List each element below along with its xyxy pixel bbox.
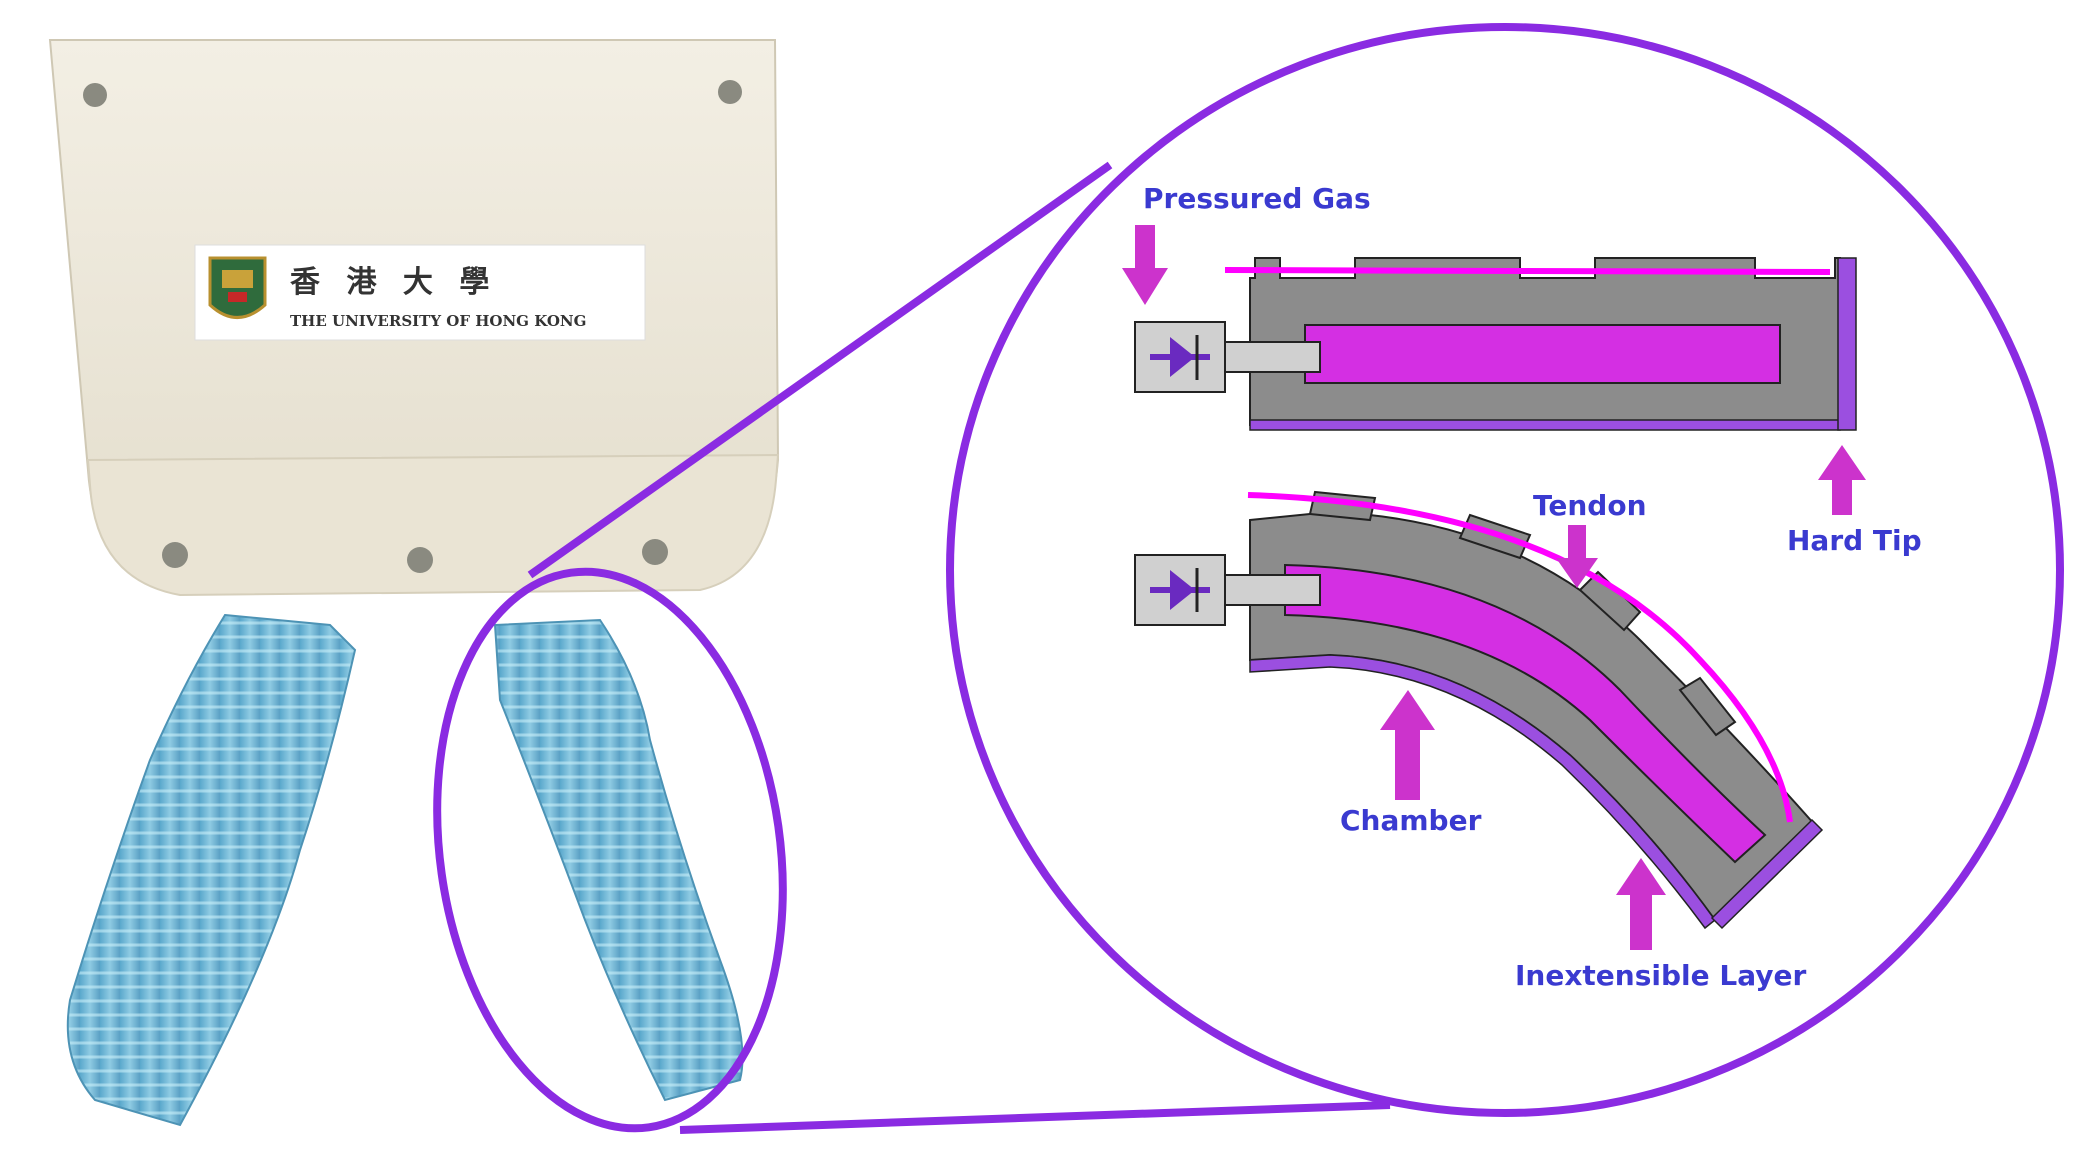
logo-chinese-text: 香 港 大 學: [290, 265, 497, 300]
check-valve-icon: [1134, 554, 1226, 626]
arrow-tendon: [1556, 525, 1598, 588]
bent-inlet-tube: [1224, 574, 1321, 606]
university-crest-icon: [208, 256, 267, 319]
housing-screws: [83, 80, 742, 573]
gripper-lower-plate: [86, 453, 780, 597]
logo-english-text: THE UNIVERSITY OF HONG KONG: [290, 312, 586, 330]
inlet-tube: [1224, 341, 1321, 373]
right-soft-finger: [493, 618, 744, 1102]
label-inextensible-layer: Inextensible Layer: [1515, 959, 1806, 992]
diagram-labels: Pressured Gas Hard Tip Tendon Chamber In…: [1143, 182, 1922, 992]
bent-chamber: [1284, 563, 1767, 864]
zoom-detail-ellipse: [946, 23, 2064, 1117]
inextensible-layer: [1249, 419, 1841, 431]
zoom-source-ellipse: [433, 567, 787, 1133]
screw: [83, 83, 107, 107]
screw: [642, 539, 668, 565]
screw: [407, 547, 433, 573]
screw: [718, 80, 742, 104]
label-arrows: [1122, 225, 1866, 950]
label-hard-tip: Hard Tip: [1787, 524, 1922, 557]
actuator-chamber: [1304, 324, 1781, 384]
label-tendon: Tendon: [1533, 489, 1647, 522]
check-valve-icon: [1134, 321, 1226, 393]
screw: [162, 542, 188, 568]
label-pressured-gas: Pressured Gas: [1143, 182, 1371, 215]
zoom-connector-bottom: [679, 1101, 1391, 1134]
left-soft-finger: [66, 613, 357, 1127]
straight-actuator: [1134, 257, 1857, 431]
zoom-callout: [433, 23, 2064, 1134]
tendon-straight: [1224, 267, 1831, 275]
arrow-pressured-gas: [1122, 225, 1168, 305]
arrow-chamber: [1380, 690, 1435, 800]
university-sticker: 香 港 大 學 THE UNIVERSITY OF HONG KONG: [194, 244, 646, 341]
zoom-connector-top: [527, 161, 1113, 579]
hard-tip: [1837, 257, 1857, 431]
bent-inextensible-layer: [1249, 654, 1717, 930]
bent-actuator: [1134, 490, 1824, 930]
bent-hard-tip: [1710, 818, 1824, 930]
arrow-hard-tip: [1818, 445, 1866, 515]
label-chamber: Chamber: [1340, 804, 1482, 837]
gripper-photo: 香 港 大 學 THE UNIVERSITY OF HONG KONG: [48, 39, 780, 1127]
arrow-inextensible-layer: [1616, 858, 1666, 950]
tendon-bent: [1247, 492, 1793, 823]
